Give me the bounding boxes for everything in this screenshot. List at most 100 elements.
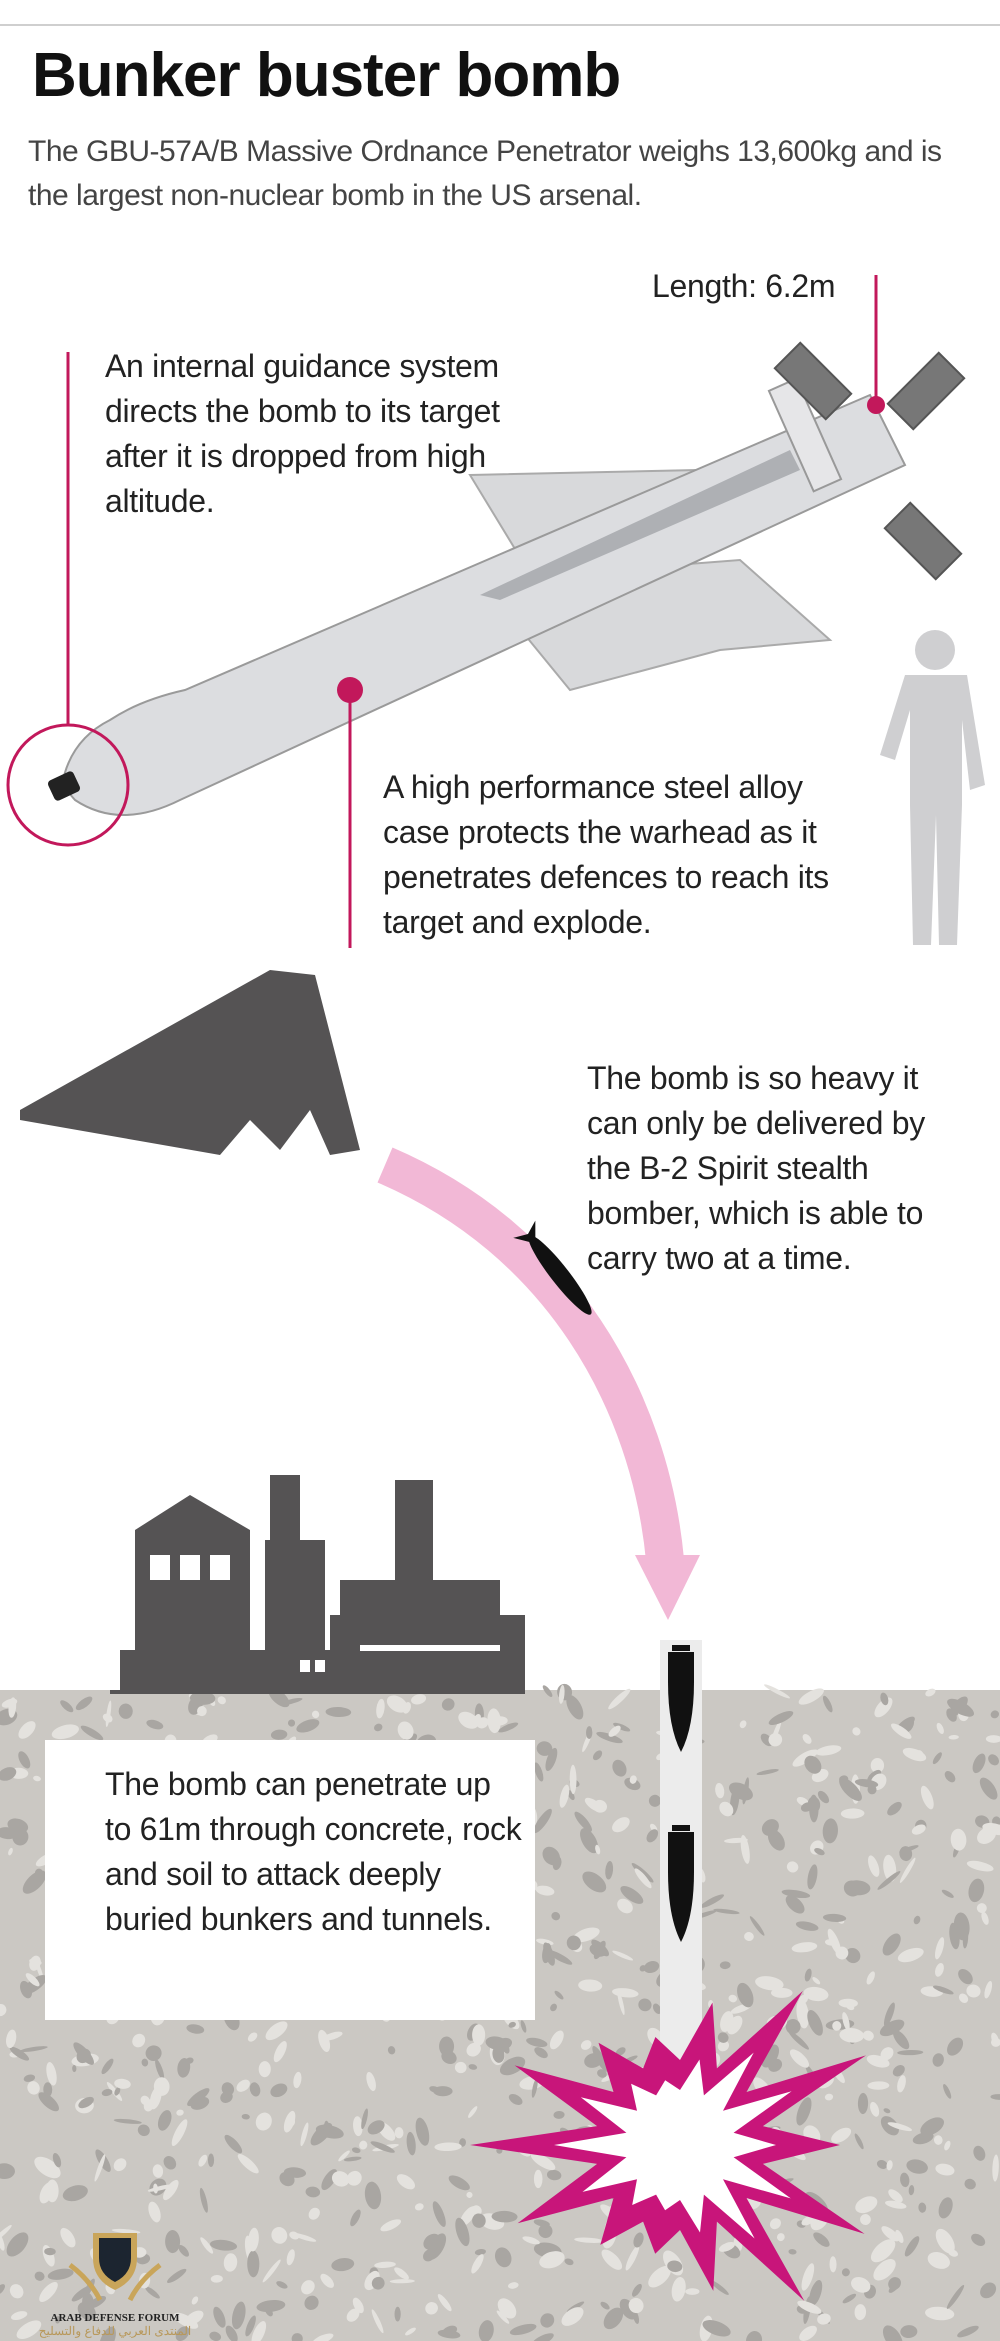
ground-speckle [873, 2258, 896, 2281]
ground-speckle [815, 1745, 842, 1756]
falling-bomb-icon [513, 1220, 592, 1315]
ground-speckle [944, 2140, 951, 2151]
ground-speckle [189, 1691, 216, 1705]
ground-speckle [791, 1942, 818, 1953]
ground-speckle [370, 2141, 395, 2153]
ground-speckle [535, 1885, 555, 1896]
ground-speckle [540, 2313, 555, 2328]
ground-speckle [522, 2236, 540, 2245]
ground-speckle [437, 2294, 452, 2312]
ground-speckle [742, 1777, 749, 1805]
ground-speckle [740, 1834, 750, 1864]
ground-speckle [176, 2109, 184, 2116]
ground-speckle [538, 2224, 553, 2239]
ground-speckle [376, 1698, 385, 1719]
ground-speckle [397, 1721, 414, 1740]
ground-speckle [18, 1751, 31, 1769]
ground-speckle [293, 2071, 302, 2089]
ground-speckle [667, 2260, 683, 2273]
ground-speckle [700, 1894, 725, 1908]
ground-speckle [991, 2032, 1000, 2047]
ground-speckle [870, 1757, 885, 1773]
ground-speckle [990, 1710, 999, 1719]
ground-speckle [829, 2256, 837, 2273]
ground-speckle [18, 1721, 36, 1739]
ground-speckle [415, 2117, 430, 2146]
ground-speckle [835, 1946, 849, 1960]
ground-speckle [51, 1724, 79, 1740]
ground-speckle [550, 2003, 557, 2012]
ground-speckle [0, 2003, 7, 2017]
ground-speckle [625, 2245, 640, 2271]
ground-speckle [492, 2045, 505, 2063]
ground-speckle [582, 1871, 607, 1893]
ground-speckle [643, 1961, 660, 1974]
ground-speckle [900, 2325, 918, 2339]
ground-speckle [768, 2058, 783, 2072]
ground-speckle [883, 2108, 891, 2114]
top-divider [0, 24, 1000, 26]
ground-speckle [498, 1722, 519, 1733]
ground-speckle [152, 2164, 164, 2178]
ground-speckle [897, 2075, 906, 2093]
ground-speckle [916, 1750, 924, 1759]
ground-speckle [608, 1688, 631, 1710]
ground-speckle [224, 2134, 243, 2154]
ground-speckle [94, 2154, 106, 2182]
ground-speckle [8, 1847, 13, 1856]
ground-speckle [178, 2245, 189, 2257]
ground-speckle [207, 2153, 215, 2167]
ground-speckle [425, 2302, 438, 2315]
ground-speckle [981, 1911, 989, 1925]
ground-speckle [832, 2021, 842, 2031]
ground-speckle [501, 2041, 510, 2054]
ground-speckle [592, 2046, 609, 2072]
ground-speckle [509, 2323, 537, 2336]
ground-speckle [547, 1950, 573, 1965]
ground-speckle [325, 1707, 352, 1718]
ground-speckle [185, 2310, 204, 2326]
ground-speckle [841, 2268, 850, 2277]
ground-speckle [719, 1801, 734, 1817]
ground-speckle [601, 2249, 623, 2270]
ground-speckle [897, 1947, 924, 1963]
ground-speckle [573, 1927, 600, 1943]
ground-speckle [839, 2028, 865, 2043]
ground-speckle [507, 2282, 519, 2289]
ground-speckle [574, 1811, 592, 1832]
ground-speckle [574, 2237, 604, 2243]
ground-speckle [862, 2030, 874, 2041]
ground-speckle [984, 1980, 993, 1999]
ground-speckle [468, 2106, 478, 2118]
ground-speckle [304, 2295, 319, 2310]
ground-speckle [629, 1775, 637, 1784]
ground-speckle [396, 2174, 416, 2190]
ground-speckle [265, 2021, 288, 2041]
ground-speckle [807, 1796, 821, 1813]
ground-speckle [845, 1948, 861, 1964]
ground-speckle [405, 2327, 416, 2336]
ground-speckle [788, 2030, 809, 2050]
ground-speckle [190, 2096, 210, 2110]
ground-speckle [852, 1727, 861, 1736]
ground-speckle [34, 2271, 45, 2281]
ground-speckle [860, 2214, 871, 2226]
ground-speckle [256, 2299, 286, 2313]
ground-speckle [473, 1714, 481, 1725]
ground-speckle [29, 1958, 42, 1965]
ground-speckle [855, 2196, 878, 2214]
ground-speckle [387, 2046, 396, 2055]
ground-speckle [776, 2233, 785, 2242]
factory-windows [150, 1555, 500, 1672]
ground-speckle [44, 2247, 56, 2256]
ground-speckle [710, 2280, 729, 2295]
ground-speckle [948, 1735, 959, 1740]
ground-speckle [631, 1862, 654, 1883]
ground-speckle [331, 2171, 350, 2187]
ground-speckle [976, 1903, 987, 1913]
ground-speckle [546, 2169, 562, 2181]
ground-speckle [318, 2029, 331, 2052]
ground-speckle [402, 1702, 411, 1714]
ground-speckle [374, 2261, 396, 2269]
